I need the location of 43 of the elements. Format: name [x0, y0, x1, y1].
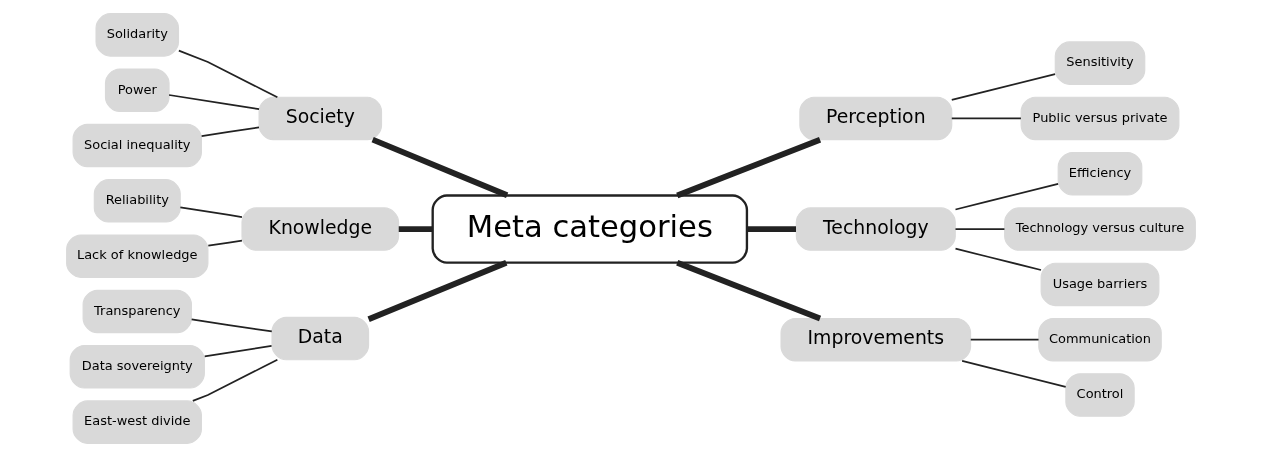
connector: [190, 318, 273, 332]
node-box: Data: [270, 316, 369, 360]
node-box: Technology versus culture: [1003, 206, 1196, 251]
node-box: Transparency: [82, 289, 192, 333]
node-box: Meta categories: [431, 193, 748, 264]
connector: [954, 247, 1042, 271]
node-box: Lack of knowledge: [65, 233, 208, 278]
connector: [960, 359, 1067, 388]
node-box: East-west divide: [72, 399, 202, 444]
connector: [954, 182, 1059, 210]
connector: [746, 225, 796, 232]
node-box: Perception: [798, 96, 952, 140]
node-box: Usage barriers: [1040, 262, 1159, 306]
node-box: Society: [258, 96, 382, 140]
connector: [367, 259, 507, 322]
connector: [969, 338, 1039, 341]
node-box: Sensitivity: [1054, 40, 1145, 85]
connector: [675, 136, 821, 198]
connector: [398, 225, 433, 232]
connector: [950, 72, 1056, 101]
node-box: Knowledge: [240, 206, 399, 251]
connector: [206, 239, 243, 247]
node-box: Public versus private: [1020, 96, 1179, 140]
connector: [675, 259, 821, 321]
node-box: Improvements: [779, 317, 971, 361]
node-box: Power: [104, 67, 170, 112]
node-box: Control: [1064, 372, 1135, 417]
node-box: Solidarity: [95, 12, 179, 57]
node-box: Communication: [1037, 317, 1162, 361]
connector: [950, 117, 1022, 119]
connector: [203, 344, 272, 357]
connector: [178, 206, 243, 218]
connector: [200, 126, 260, 137]
node-box: Technology: [795, 206, 956, 251]
connector: [191, 358, 278, 402]
node-box: Data sovereignty: [69, 344, 205, 389]
node-box: Efficiency: [1057, 151, 1142, 196]
connector: [371, 136, 508, 198]
connector: [167, 93, 260, 110]
connector: [177, 49, 278, 98]
node-box: Reliability: [93, 178, 181, 223]
node-box: Social inequality: [72, 123, 202, 167]
connector: [954, 227, 1005, 230]
